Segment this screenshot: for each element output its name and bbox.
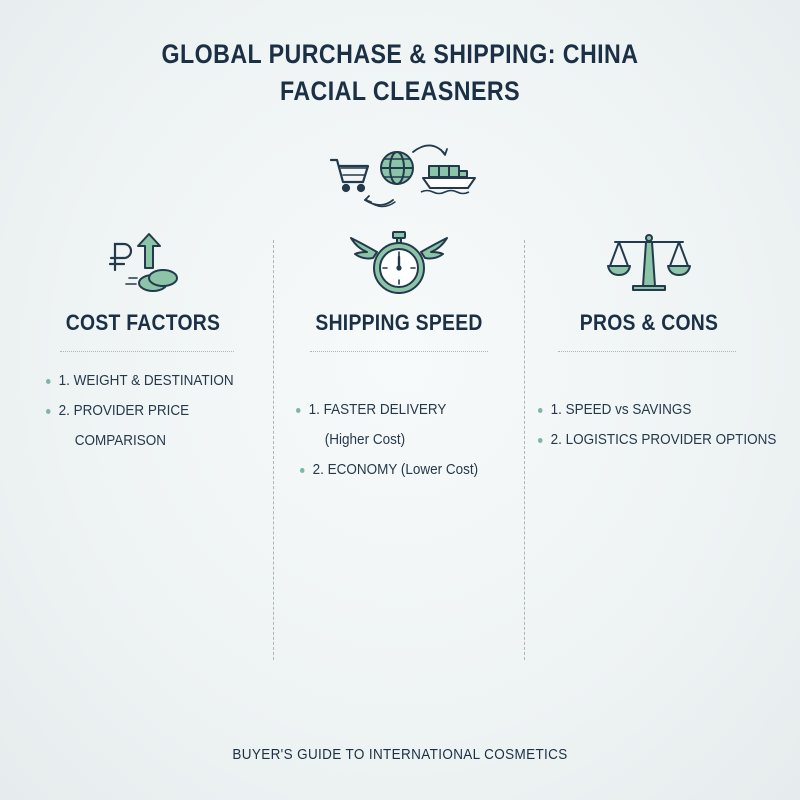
ruble-coins-arrow-icon — [108, 233, 178, 292]
list-item: 1. FASTER DELIVERY(Higher Cost) — [296, 395, 478, 455]
column-shipping-speed: SHIPPING SPEED 1. FASTER DELIVERY(Higher… — [274, 228, 524, 478]
column-divider-2 — [524, 240, 525, 660]
column-pros-cons: PROS & CONS 1. SPEED vs SAVINGS 2. LOGIS… — [524, 228, 776, 448]
page-title: GLOBAL PURCHASE & SHIPPING: CHINA FACIAL… — [56, 36, 744, 110]
list-item: 1. SPEED vs SAVINGS — [538, 395, 776, 425]
column-divider-1 — [273, 240, 274, 660]
hero-icons — [329, 144, 476, 208]
column-heading: PROS & CONS — [579, 310, 719, 335]
column-heading: SHIPPING SPEED — [315, 310, 483, 335]
title-line-2: FACIAL CLEASNERS — [280, 76, 520, 106]
heading-separator — [60, 351, 234, 352]
heading-separator — [310, 351, 488, 352]
footer-caption: BUYER'S GUIDE TO INTERNATIONAL COSMETICS — [232, 746, 568, 763]
winged-stopwatch-icon — [350, 231, 448, 294]
list-item: 1. WEIGHT & DESTINATION — [46, 366, 234, 396]
pros-cons-list: 1. SPEED vs SAVINGS 2. LOGISTICS PROVIDE… — [538, 395, 800, 455]
balance-scale-icon — [607, 234, 691, 291]
list-item: 2. LOGISTICS PROVIDER OPTIONS — [538, 425, 776, 455]
column-cost-factors: COST FACTORS 1. WEIGHT & DESTINATION 2. … — [18, 228, 268, 449]
title-line-1: GLOBAL PURCHASE & SHIPPING: CHINA — [161, 39, 639, 69]
shopping-cart-icon — [329, 158, 370, 193]
column-heading: COST FACTORS — [65, 310, 221, 335]
globe-icon — [380, 151, 414, 185]
cost-factors-list: 1. WEIGHT & DESTINATION 2. PROVIDER PRIC… — [46, 366, 254, 456]
cargo-ship-icon — [420, 165, 476, 195]
heading-separator — [558, 351, 736, 352]
cycle-arrows-icon — [364, 144, 448, 208]
shipping-speed-list: 1. FASTER DELIVERY(Higher Cost) 2. ECONO… — [296, 395, 498, 485]
list-item: 2. ECONOMY (Lower Cost) — [300, 455, 478, 485]
